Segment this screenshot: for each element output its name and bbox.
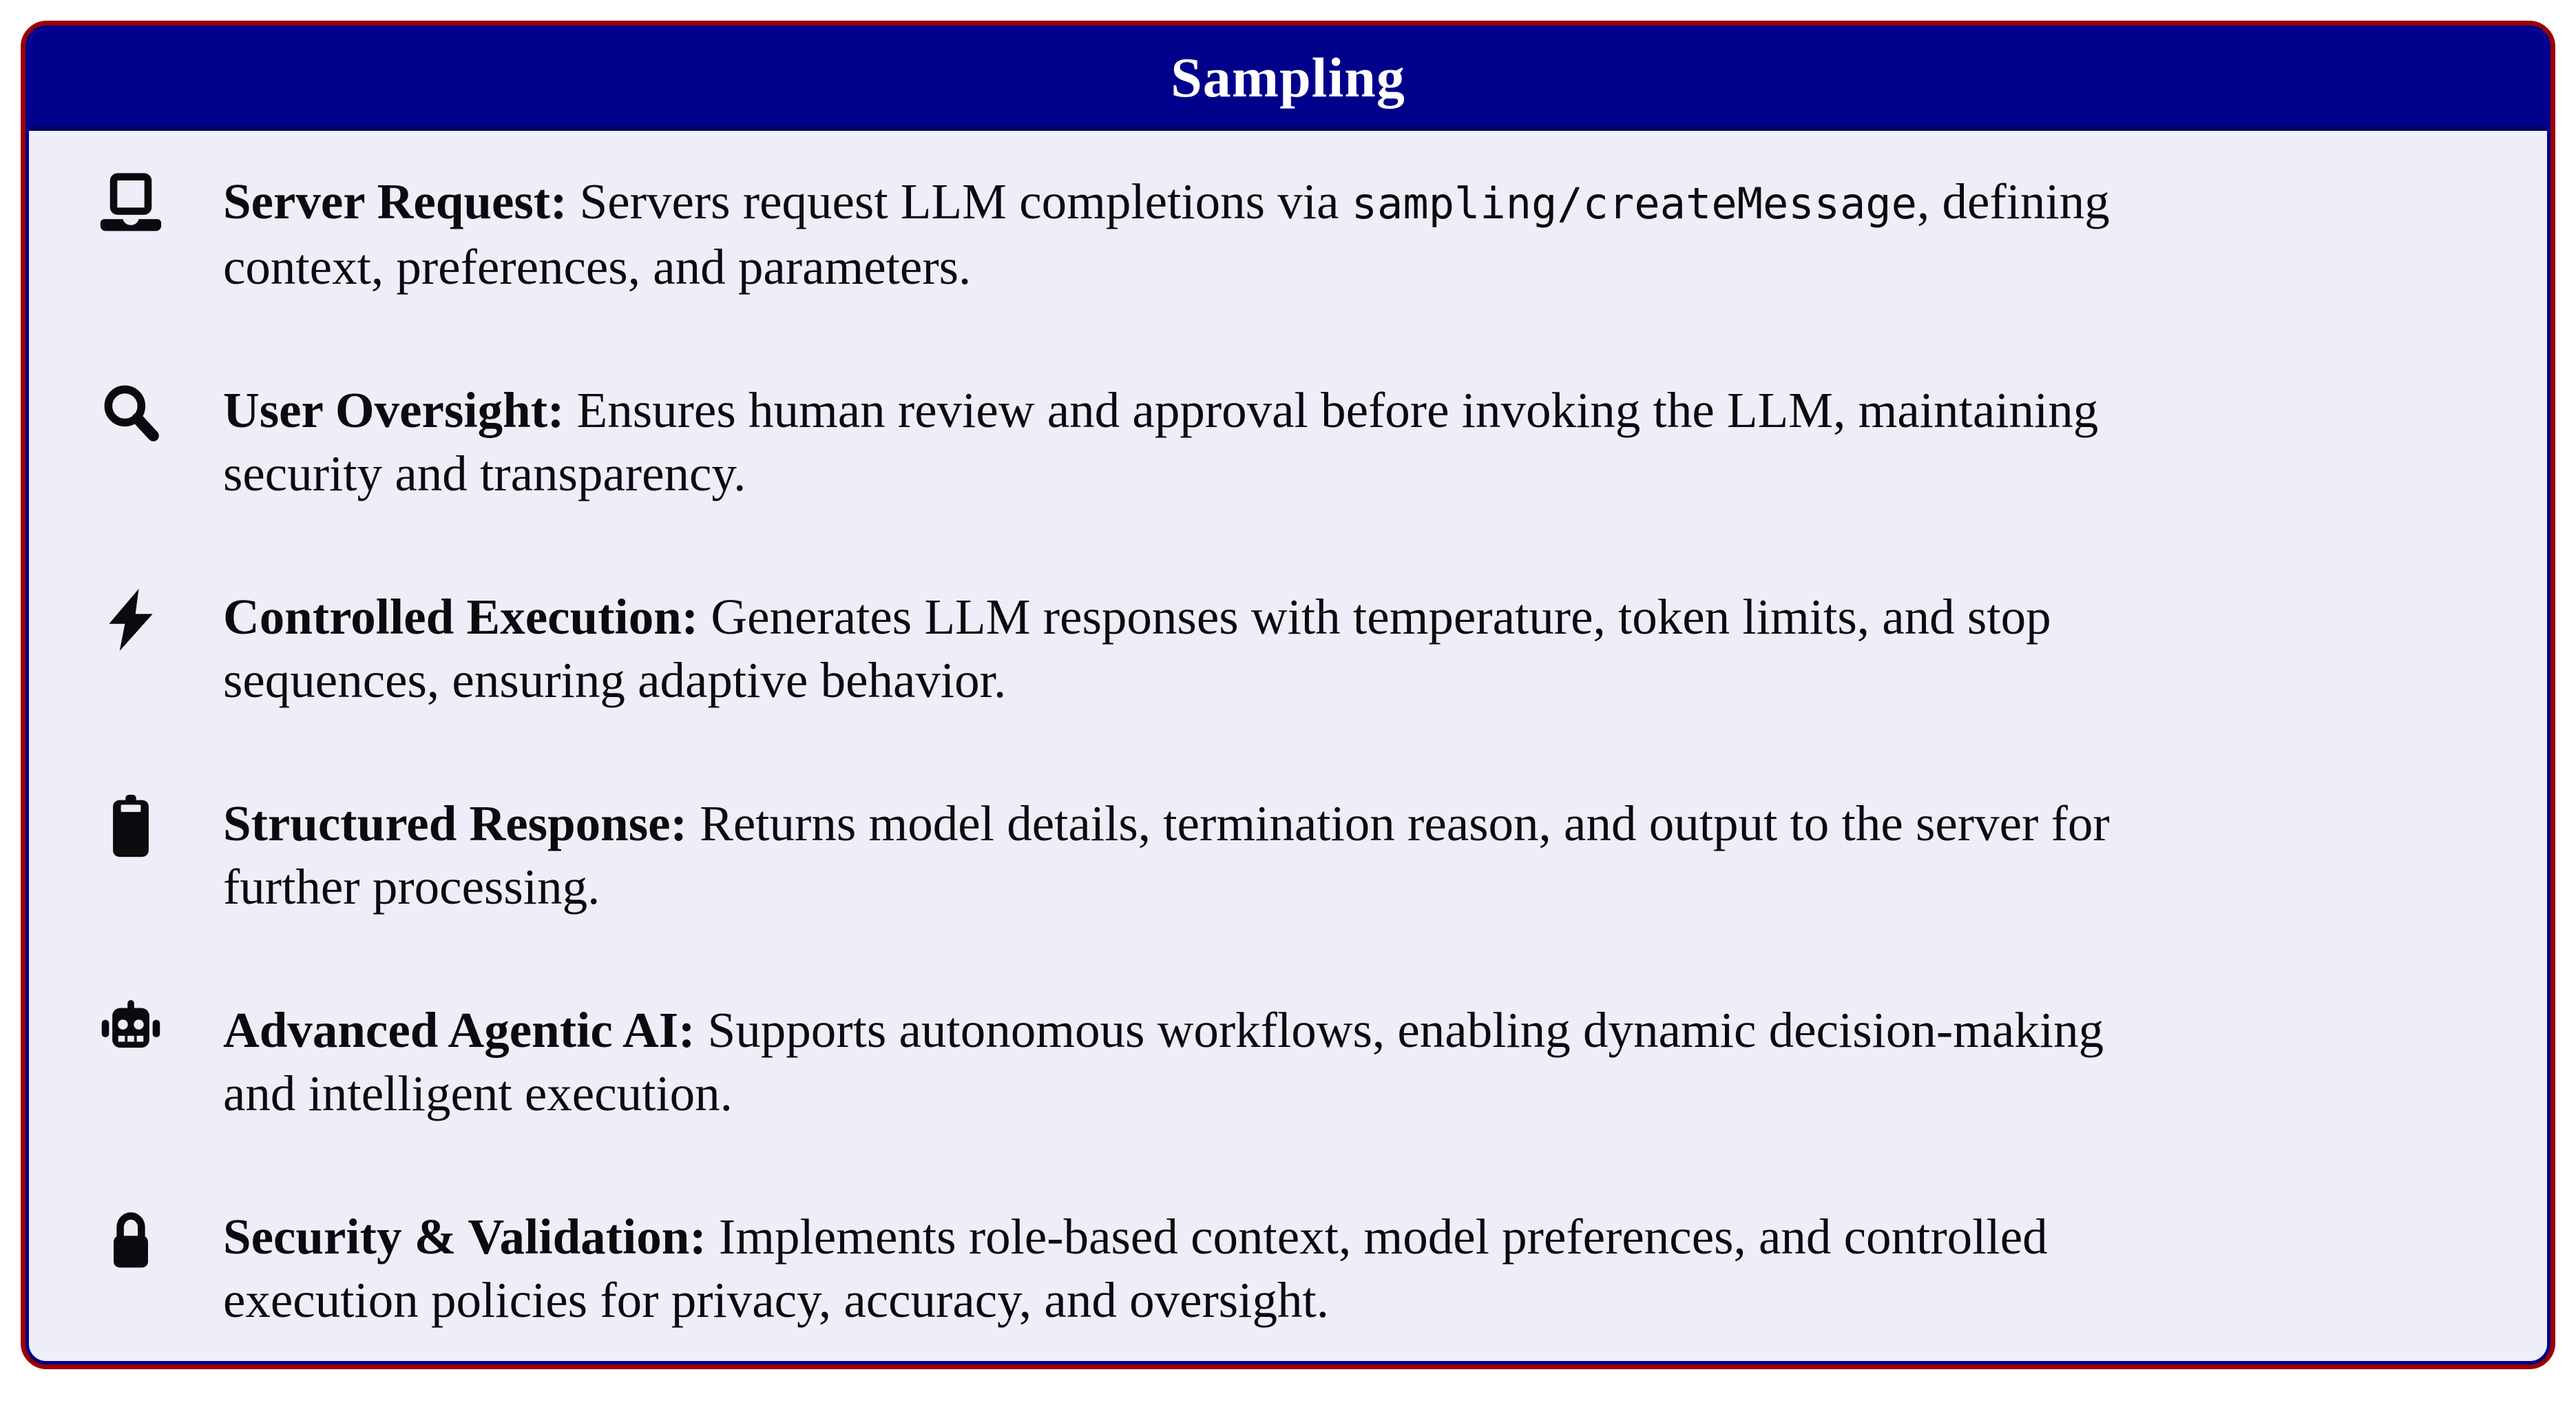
sampling-card: Sampling Server Request: Servers request… [21, 21, 2555, 1369]
list-item: Controlled Execution: Generates LLM resp… [29, 585, 2492, 712]
item-text: context, preferences, and parameters. [223, 239, 972, 295]
feature-list: Server Request: Servers request LLM comp… [29, 170, 2492, 1332]
laptop-icon [29, 170, 223, 238]
item-text-block: Server Request: Servers request LLM comp… [223, 170, 2492, 299]
card-inner: Sampling Server Request: Servers request… [25, 25, 2551, 1364]
list-item: Structured Response: Returns model detai… [29, 792, 2492, 919]
card-title: Sampling [1171, 46, 1405, 109]
item-label: Controlled Execution: [223, 589, 699, 645]
item-text-block: Controlled Execution: Generates LLM resp… [223, 585, 2492, 712]
item-label: Advanced Agentic AI: [223, 1002, 695, 1058]
item-text-block: User Oversight: Ensures human review and… [223, 379, 2492, 506]
item-text-block: Security & Validation: Implements role-b… [223, 1205, 2492, 1332]
item-text: Generates LLM responses with temperature… [698, 589, 2051, 645]
lock-icon [29, 1205, 223, 1273]
item-text-block: Advanced Agentic AI: Supports autonomous… [223, 999, 2492, 1125]
item-text: execution policies for privacy, accuracy… [223, 1272, 1329, 1328]
clipboard-icon [29, 792, 223, 860]
list-item: Security & Validation: Implements role-b… [29, 1205, 2492, 1332]
item-text: security and transparency. [223, 446, 746, 501]
item-text: , defining [1916, 174, 2110, 229]
list-item: User Oversight: Ensures human review and… [29, 379, 2492, 506]
item-text: Supports autonomous workflows, enabling … [695, 1002, 2104, 1058]
item-text: further processing. [223, 859, 600, 915]
item-label: Server Request: [223, 174, 567, 229]
card-body: Server Request: Servers request LLM comp… [29, 131, 2547, 1361]
item-text: Implements role-based context, model pre… [706, 1209, 2048, 1265]
item-text-block: Structured Response: Returns model detai… [223, 792, 2492, 919]
item-label: Security & Validation: [223, 1209, 706, 1265]
item-text: Servers request LLM completions via [567, 174, 1352, 229]
list-item: Server Request: Servers request LLM comp… [29, 170, 2492, 299]
bolt-icon [29, 585, 223, 653]
item-label: User Oversight: [223, 382, 565, 438]
item-text: sequences, ensuring adaptive behavior. [223, 652, 1007, 708]
item-label: Structured Response: [223, 796, 687, 851]
item-text: Returns model details, termination reaso… [687, 796, 2110, 851]
item-text: Ensures human review and approval before… [564, 382, 2099, 438]
inline-code: sampling/createMessage [1351, 178, 1917, 229]
robot-icon [29, 999, 223, 1066]
item-text: and intelligent execution. [223, 1066, 733, 1121]
list-item: Advanced Agentic AI: Supports autonomous… [29, 999, 2492, 1125]
card-header: Sampling [29, 29, 2547, 131]
search-icon [29, 379, 223, 446]
